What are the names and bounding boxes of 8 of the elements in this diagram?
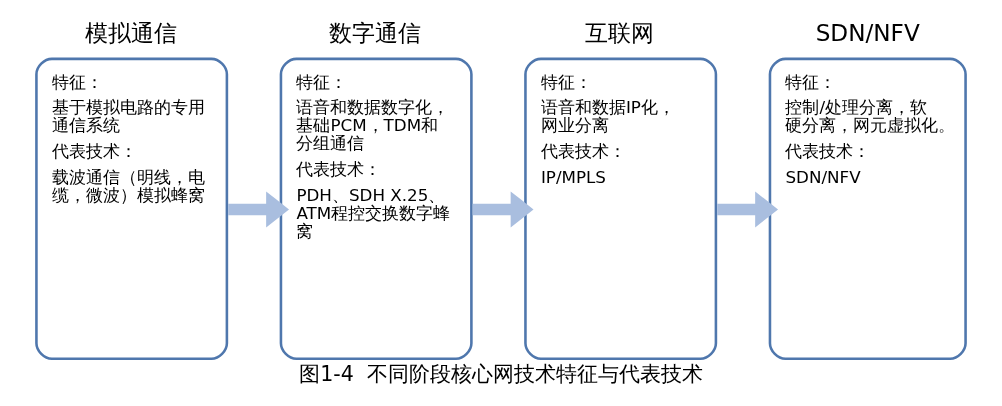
node-label: 模拟通信 bbox=[84, 20, 177, 47]
node-label: 数字通信 bbox=[329, 20, 422, 47]
node-label: 互联网 bbox=[585, 20, 655, 47]
arrow bbox=[472, 191, 534, 228]
node-label: SDN/NFV bbox=[815, 20, 920, 47]
caption: 图1-4 不同阶段核心网技术特征与代表技术 bbox=[299, 361, 703, 386]
arrow bbox=[717, 191, 779, 228]
arrow bbox=[228, 191, 290, 228]
